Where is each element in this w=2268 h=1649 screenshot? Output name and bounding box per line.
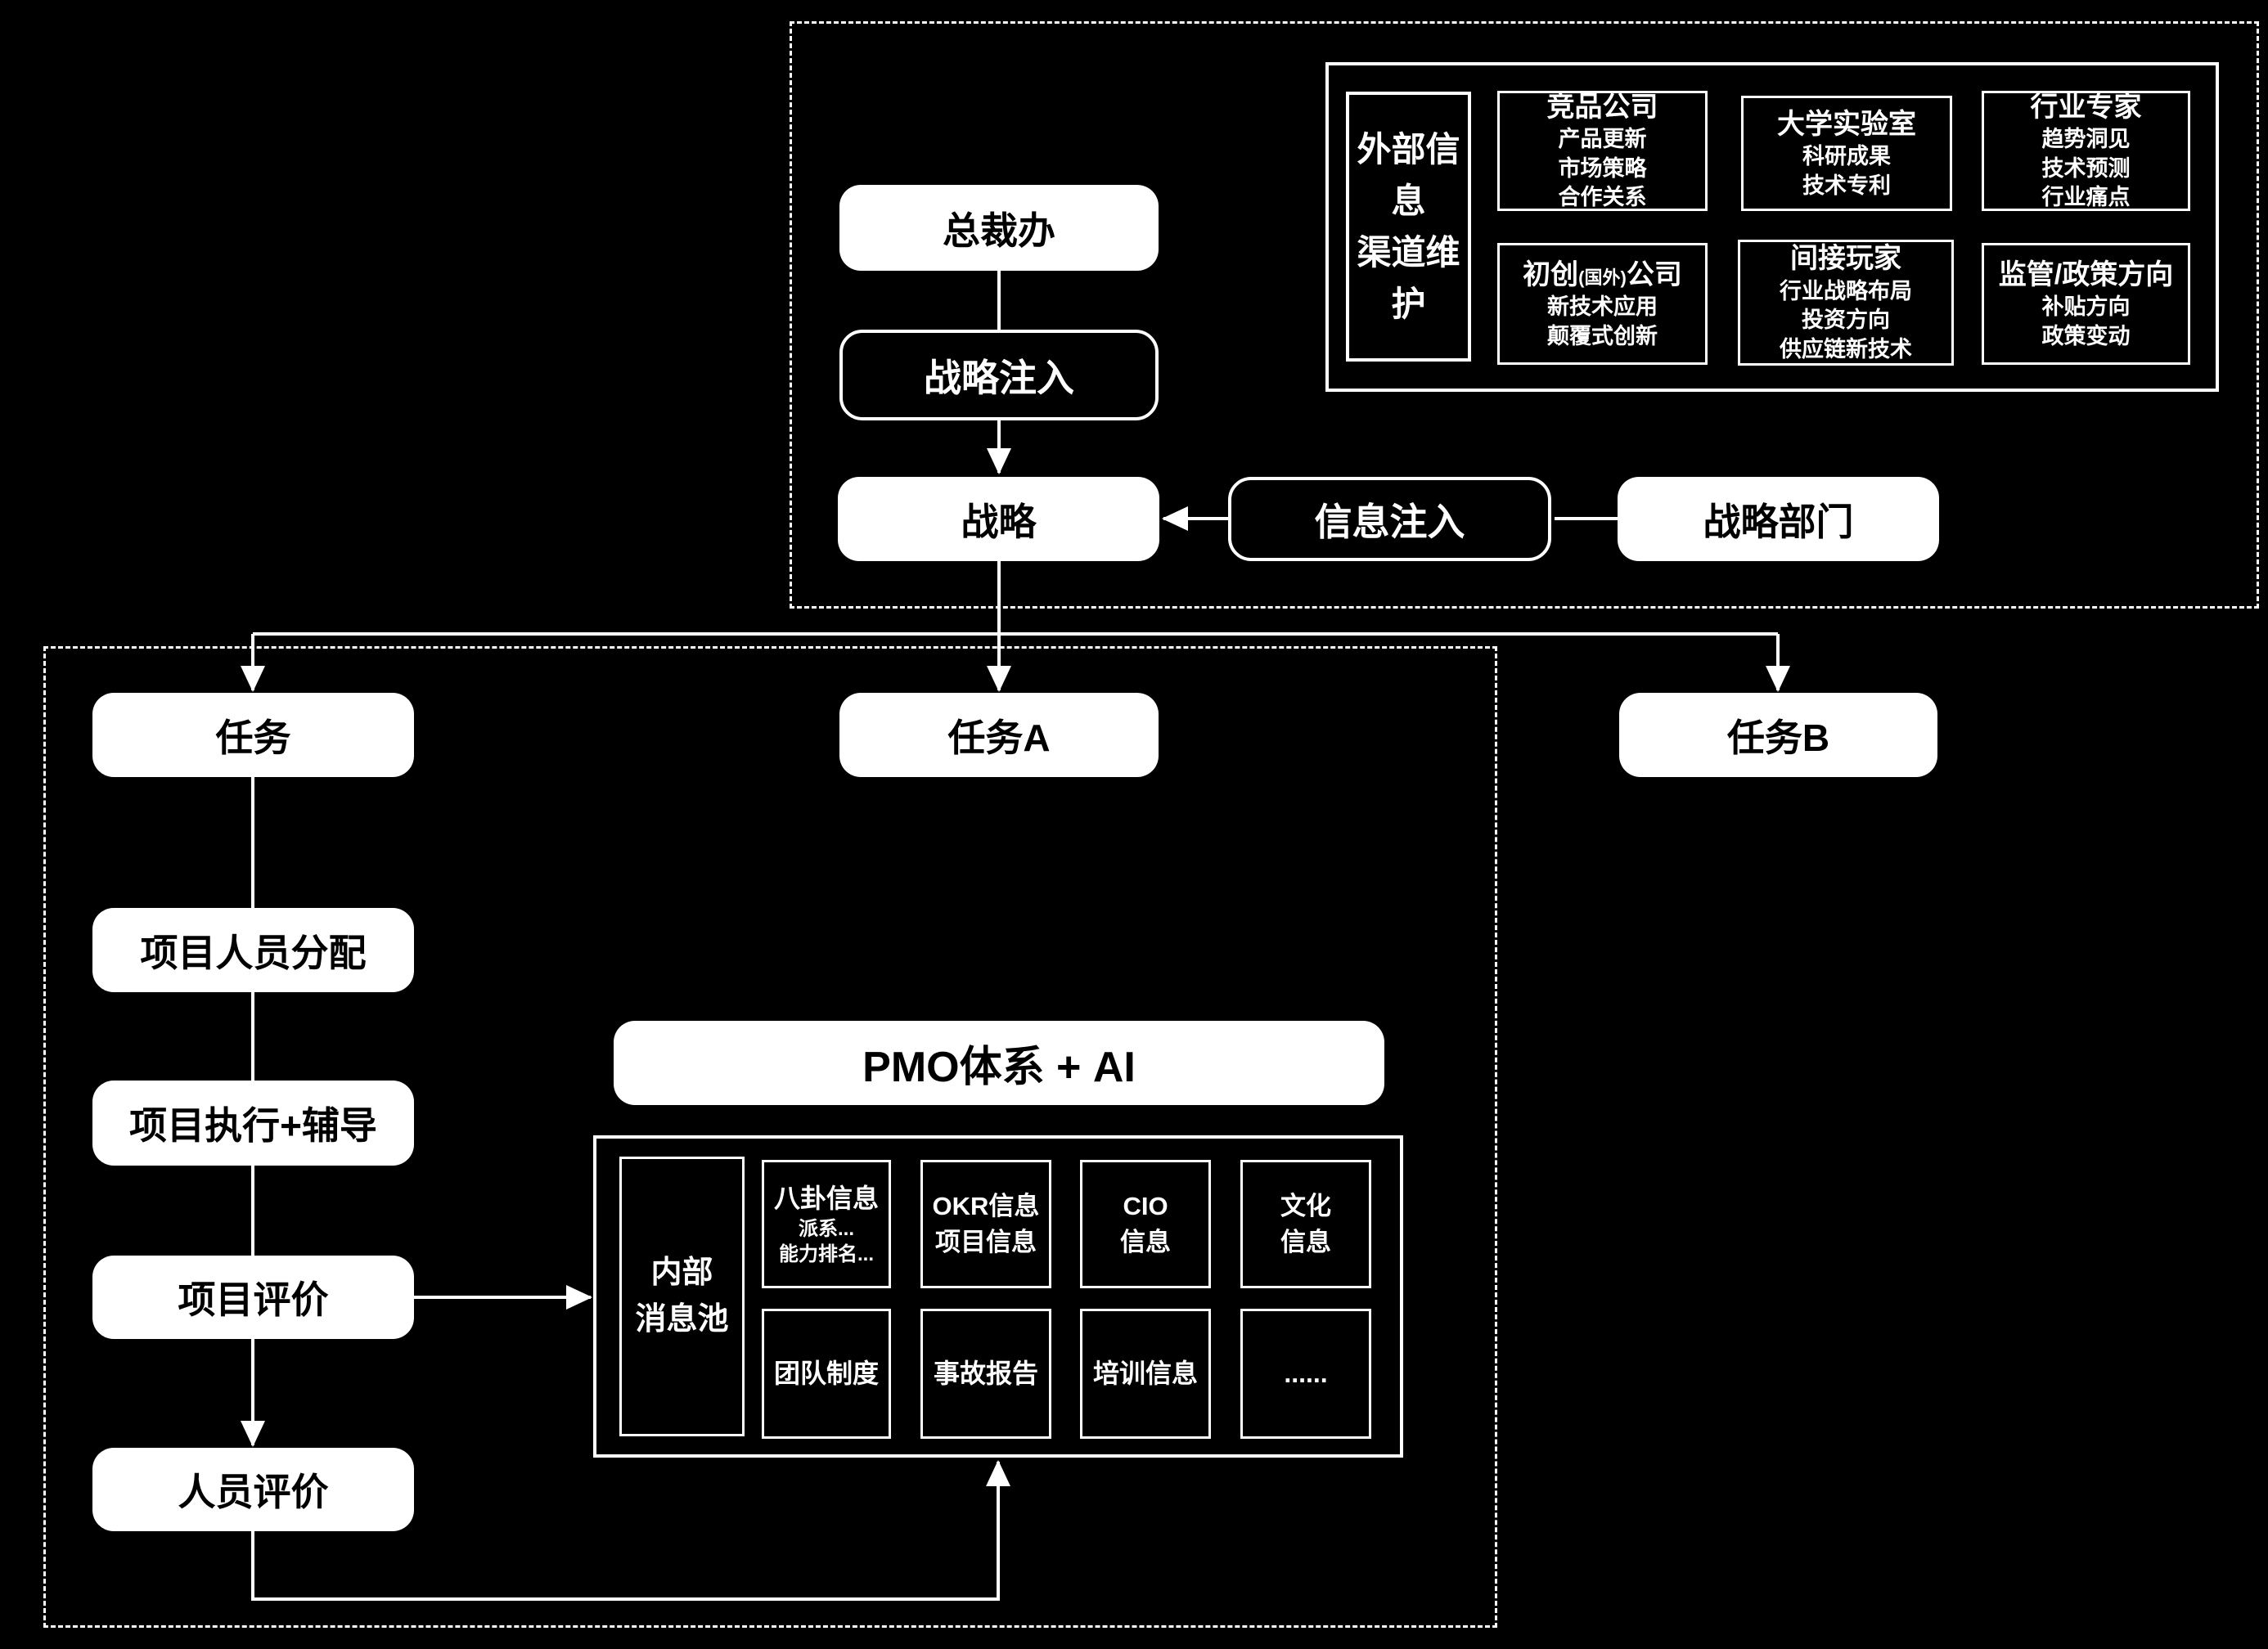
card-regulation-policy-item: 政策变动 <box>2041 323 2131 348</box>
node-task-label: 任务 <box>215 716 291 759</box>
node-strategy-injection: 战略注入 <box>839 330 1159 420</box>
pool-card-team-rules-label: 团队制度 <box>773 1358 879 1388</box>
pool-card-training-info-label: 培训信息 <box>1092 1358 1198 1388</box>
pool-card-incident-reports-label: 事故报告 <box>933 1358 1038 1388</box>
node-pmo-system: PMO体系 + AI <box>614 1021 1384 1105</box>
card-university-lab-item: 科研成果 <box>1802 143 1891 168</box>
pool-card-cio-line1: CIO <box>1123 1192 1168 1221</box>
node-project-execution: 项目执行+辅导 <box>92 1081 414 1166</box>
card-regulation-policy-title: 监管/政策方向 <box>1998 258 2174 290</box>
card-regulation-policy: 监管/政策方向 补贴方向 政策变动 <box>1982 243 2190 365</box>
card-competitor-item: 产品更新 <box>1558 127 1647 152</box>
node-project-eval: 项目评价 <box>92 1256 414 1339</box>
card-university-lab-title: 大学实验室 <box>1777 108 1916 140</box>
node-pmo-system-label: PMO体系 + AI <box>862 1044 1136 1091</box>
external-info-side-label-line1: 外部信息 <box>1357 130 1460 220</box>
node-strategy-label: 战略 <box>961 500 1037 543</box>
card-startup-title: 初创(国外)公司 <box>1523 257 1682 293</box>
node-info-injection-label: 信息注入 <box>1314 500 1465 543</box>
card-industry-experts-item: 技术预测 <box>2041 155 2131 181</box>
node-strategy-dept: 战略部门 <box>1618 477 1939 561</box>
card-startup-title-suffix: 公司 <box>1626 258 1682 290</box>
node-strategy-injection-label: 战略注入 <box>924 356 1074 399</box>
card-indirect-players-item: 供应链新技术 <box>1780 336 1912 362</box>
pool-card-gossip-item: 能力排名... <box>778 1243 874 1266</box>
card-university-lab: 大学实验室 科研成果 技术专利 <box>1741 96 1952 211</box>
pool-card-okr-info: OKR信息 项目信息 <box>920 1160 1051 1288</box>
pool-card-okr-line1: OKR信息 <box>932 1192 1040 1221</box>
pool-card-okr-line2: 项目信息 <box>935 1227 1037 1256</box>
node-project-eval-label: 项目评价 <box>178 1278 329 1321</box>
card-indirect-players-item: 投资方向 <box>1802 308 1890 333</box>
node-project-staffing-label: 项目人员分配 <box>140 931 367 974</box>
internal-pool-side-label-line1: 内部 <box>650 1256 713 1290</box>
node-personnel-eval: 人员评价 <box>92 1448 414 1531</box>
strategy-region-dashed-border <box>790 21 2259 609</box>
card-startup-companies: 初创(国外)公司 新技术应用 颠覆式创新 <box>1497 243 1708 365</box>
pool-card-training-info: 培训信息 <box>1080 1309 1211 1439</box>
card-university-lab-item: 技术专利 <box>1802 173 1891 198</box>
node-personnel-eval-label: 人员评价 <box>178 1471 329 1513</box>
pool-card-incident-reports: 事故报告 <box>920 1309 1051 1439</box>
card-industry-experts: 行业专家 趋势洞见 技术预测 行业痛点 <box>1982 91 2190 211</box>
card-industry-experts-title: 行业专家 <box>2030 91 2142 123</box>
execution-region-dashed-border <box>43 646 1497 1628</box>
node-info-injection: 信息注入 <box>1228 477 1551 561</box>
card-startup-title-small: (国外) <box>1578 267 1627 288</box>
card-industry-experts-item: 行业痛点 <box>2041 185 2131 210</box>
card-startup-item: 颠覆式创新 <box>1547 323 1658 348</box>
node-strategy: 战略 <box>838 477 1159 561</box>
pool-card-gossip-title: 八卦信息 <box>773 1183 879 1213</box>
card-competitor-item: 合作关系 <box>1558 185 1647 210</box>
pool-card-team-rules: 团队制度 <box>762 1309 891 1439</box>
node-task-a-label: 任务A <box>947 716 1051 759</box>
node-strategy-dept-label: 战略部门 <box>1703 500 1854 543</box>
node-project-staffing: 项目人员分配 <box>92 908 414 992</box>
card-indirect-players: 间接玩家 行业战略布局 投资方向 供应链新技术 <box>1738 240 1954 366</box>
node-task-b-label: 任务B <box>1726 716 1830 759</box>
pool-card-culture-line1: 文化 <box>1280 1192 1331 1221</box>
card-startup-title-prefix: 初创 <box>1523 258 1579 290</box>
card-indirect-players-item: 行业战略布局 <box>1780 278 1912 303</box>
card-industry-experts-item: 趋势洞见 <box>2041 127 2131 152</box>
external-info-side-label-line2: 渠道维护 <box>1357 233 1460 323</box>
pool-card-culture-info: 文化 信息 <box>1240 1160 1371 1288</box>
card-startup-item: 新技术应用 <box>1547 294 1658 319</box>
card-indirect-players-title: 间接玩家 <box>1790 243 1901 275</box>
card-competitor-item: 市场策略 <box>1558 155 1647 181</box>
internal-pool-side-label: 内部 消息池 <box>619 1157 745 1436</box>
pool-card-cio-line2: 信息 <box>1120 1227 1171 1256</box>
card-competitor-title: 竞品公司 <box>1546 91 1658 123</box>
external-info-side-label: 外部信息 渠道维护 <box>1346 92 1471 362</box>
pool-card-culture-line2: 信息 <box>1280 1227 1331 1256</box>
card-regulation-policy-item: 补贴方向 <box>2041 294 2131 319</box>
pool-card-gossip-item: 派系... <box>798 1217 854 1240</box>
node-ceo-office-label: 总裁办 <box>943 209 1055 252</box>
node-ceo-office: 总裁办 <box>839 185 1159 271</box>
internal-pool-side-label-line2: 消息池 <box>635 1302 729 1337</box>
pool-card-ellipsis-label: ...... <box>1284 1358 1328 1388</box>
node-task-a: 任务A <box>839 693 1159 777</box>
pool-card-gossip-info: 八卦信息 派系... 能力排名... <box>762 1160 891 1288</box>
node-task: 任务 <box>92 693 414 777</box>
pool-card-cio-info: CIO 信息 <box>1080 1160 1211 1288</box>
pool-card-ellipsis: ...... <box>1240 1309 1371 1439</box>
node-project-execution-label: 项目执行+辅导 <box>129 1104 377 1147</box>
card-competitor-companies: 竞品公司 产品更新 市场策略 合作关系 <box>1497 91 1708 211</box>
node-task-b: 任务B <box>1619 693 1937 777</box>
